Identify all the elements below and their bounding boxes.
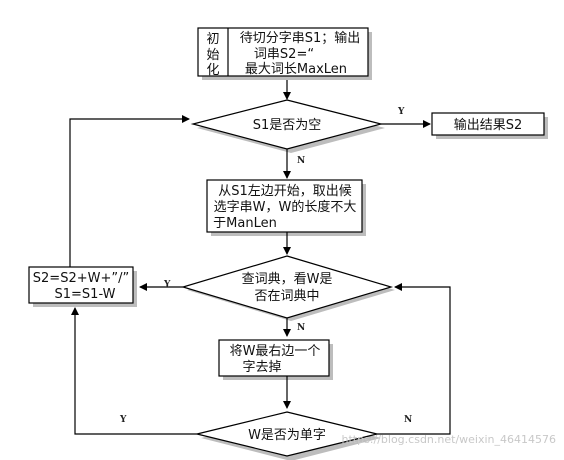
arrow-update-to-empty	[69, 115, 190, 267]
init-line-1: 待切分字串S1；输出	[240, 30, 361, 46]
single-char-text: W是否为单字	[248, 428, 326, 443]
lookup-line-1: 查词典，看W是	[242, 271, 333, 287]
watermark: https://blog.csdn.net/weixin_46414576	[341, 433, 556, 446]
take-word-line-3: 于ManLen	[213, 216, 277, 231]
decision-single-char: W是否为单字	[196, 411, 381, 460]
label-lookup-no: N	[297, 323, 305, 333]
decision-lookup: 查词典，看W是 否在词典中	[180, 255, 395, 321]
init-label-1: 初	[206, 32, 219, 47]
arrow-single-no	[377, 283, 451, 435]
init-line-2: 词串S2=“	[254, 47, 314, 62]
init-label-3: 化	[206, 63, 219, 78]
take-word-line-1: 从S1左边开始，取出候	[218, 184, 352, 199]
decision-s1-empty-text: S1是否为空	[253, 118, 322, 133]
output-text: 输出结果S2	[454, 117, 523, 133]
remove-char-line-2: 字去掉	[242, 360, 281, 375]
lookup-line-2: 否在词典中	[254, 289, 319, 304]
output-box: 输出结果S2	[431, 112, 548, 139]
arrow-single-yes	[71, 307, 197, 435]
label-empty-no: N	[297, 156, 305, 166]
remove-char-line-1: 将W最右边一个	[230, 344, 321, 359]
update-box: S2=S2+W+”/” S1=S1-W	[28, 266, 137, 307]
decision-s1-empty: S1是否为空	[190, 99, 385, 153]
update-line-1: S2=S2+W+”/”	[33, 271, 129, 286]
label-lookup-yes: Y	[163, 280, 171, 290]
init-line-3: 最大词长MaxLen	[245, 62, 347, 77]
update-line-2: S1=S1-W	[55, 287, 116, 302]
init-box: 初 始 化 待切分字串S1；输出 词串S2=“ 最大词长MaxLen	[197, 27, 372, 80]
label-single-yes: Y	[119, 415, 127, 425]
label-empty-yes: Y	[397, 107, 405, 117]
take-word-line-2: 选字串W，W的长度不大	[214, 199, 357, 215]
take-word-box: 从S1左边开始，取出候 选字串W，W的长度不大 于ManLen	[206, 179, 366, 236]
label-single-no: N	[404, 415, 412, 425]
remove-char-box: 将W最右边一个 字去掉	[218, 339, 333, 380]
init-label-2: 始	[206, 48, 219, 63]
